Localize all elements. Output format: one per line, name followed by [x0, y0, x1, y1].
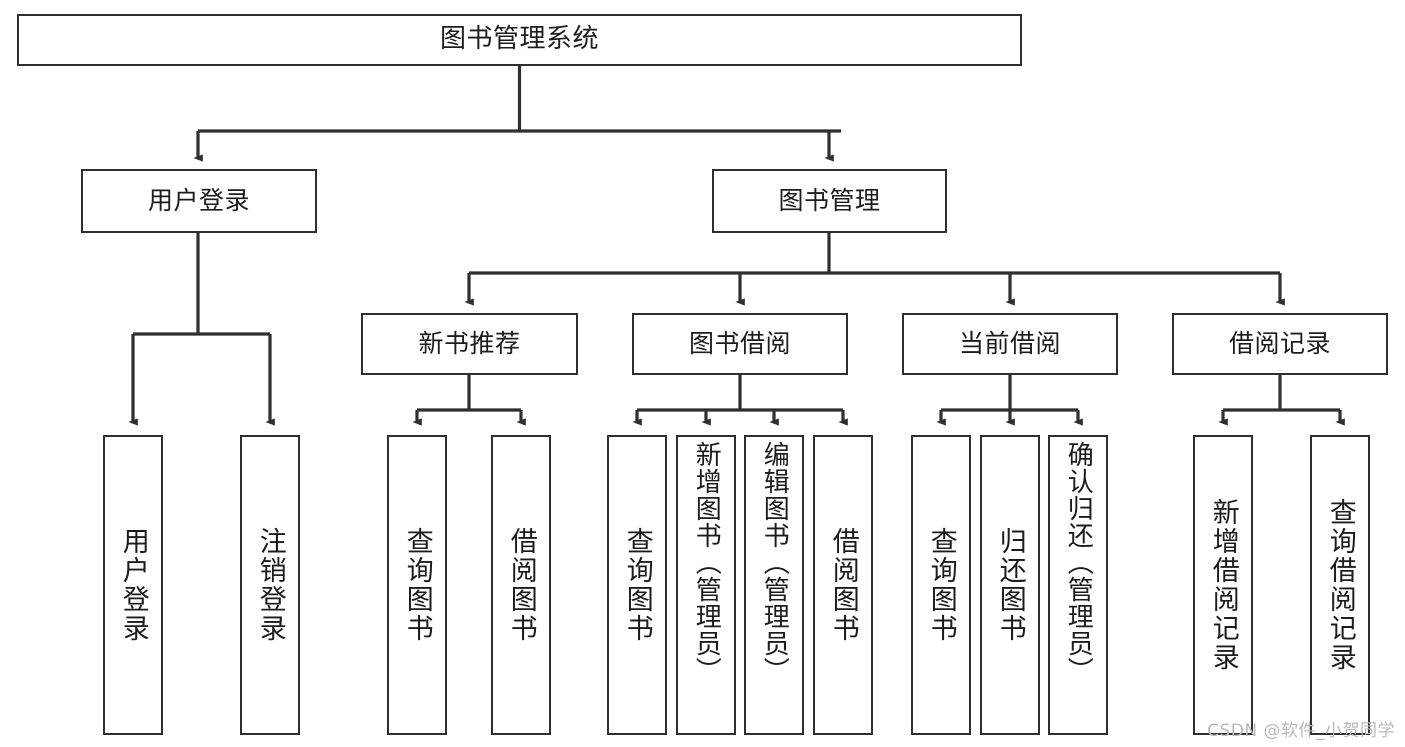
node-label: 借阅图书: [827, 527, 859, 643]
node-label: 当前借阅: [958, 329, 1061, 358]
node-leaf-return-book[interactable]: 归还图书: [980, 435, 1040, 735]
node-label: 图书管理: [778, 186, 881, 215]
node-leaf-confirm-return[interactable]: 确认归还（管理员）: [1048, 435, 1108, 735]
node-book-management[interactable]: 图书管理: [712, 169, 947, 233]
node-label: 查询图书: [621, 527, 653, 643]
node-label: 用户登录: [117, 527, 149, 643]
node-current-borrow[interactable]: 当前借阅: [902, 313, 1118, 375]
node-label: 图书管理系统: [439, 24, 599, 55]
node-leaf-edit-book[interactable]: 编辑图书（管理员）: [744, 435, 804, 735]
node-user-login[interactable]: 用户登录: [81, 169, 317, 233]
node-leaf-query-record[interactable]: 查询借阅记录: [1310, 435, 1370, 735]
node-leaf-borrow-book-2[interactable]: 借阅图书: [813, 435, 873, 735]
node-label: 新增借阅记录: [1207, 498, 1239, 672]
node-label: 用户登录: [147, 186, 250, 215]
node-leaf-user-login[interactable]: 用户登录: [103, 435, 163, 735]
node-book-borrow[interactable]: 图书借阅: [632, 313, 848, 375]
node-label: 编辑图书（管理员）: [759, 441, 790, 684]
node-leaf-query-book-1[interactable]: 查询图书: [387, 435, 447, 735]
node-new-book-recommend[interactable]: 新书推荐: [361, 313, 578, 375]
node-leaf-query-book-2[interactable]: 查询图书: [607, 435, 667, 735]
node-label: 新增图书（管理员）: [691, 441, 722, 684]
node-borrow-record[interactable]: 借阅记录: [1172, 313, 1388, 375]
node-label: 注销登录: [254, 527, 286, 643]
node-root-system[interactable]: 图书管理系统: [17, 14, 1022, 66]
node-leaf-query-book-3[interactable]: 查询图书: [911, 435, 971, 735]
node-leaf-borrow-book-1[interactable]: 借阅图书: [491, 435, 551, 735]
node-label: 查询图书: [401, 527, 433, 643]
node-label: 归还图书: [994, 527, 1026, 643]
node-label: 借阅记录: [1228, 329, 1331, 358]
node-label: 新书推荐: [418, 329, 521, 358]
node-leaf-add-record[interactable]: 新增借阅记录: [1193, 435, 1253, 735]
node-leaf-logout[interactable]: 注销登录: [240, 435, 300, 735]
node-label: 确认归还（管理员）: [1063, 441, 1094, 684]
watermark-credit: CSDN @软件_小贺同学: [1207, 721, 1395, 741]
node-label: 查询借阅记录: [1324, 498, 1356, 672]
node-label: 借阅图书: [505, 527, 537, 643]
node-label: 图书借阅: [688, 329, 791, 358]
node-label: 查询图书: [925, 527, 957, 643]
node-leaf-add-book[interactable]: 新增图书（管理员）: [676, 435, 736, 735]
